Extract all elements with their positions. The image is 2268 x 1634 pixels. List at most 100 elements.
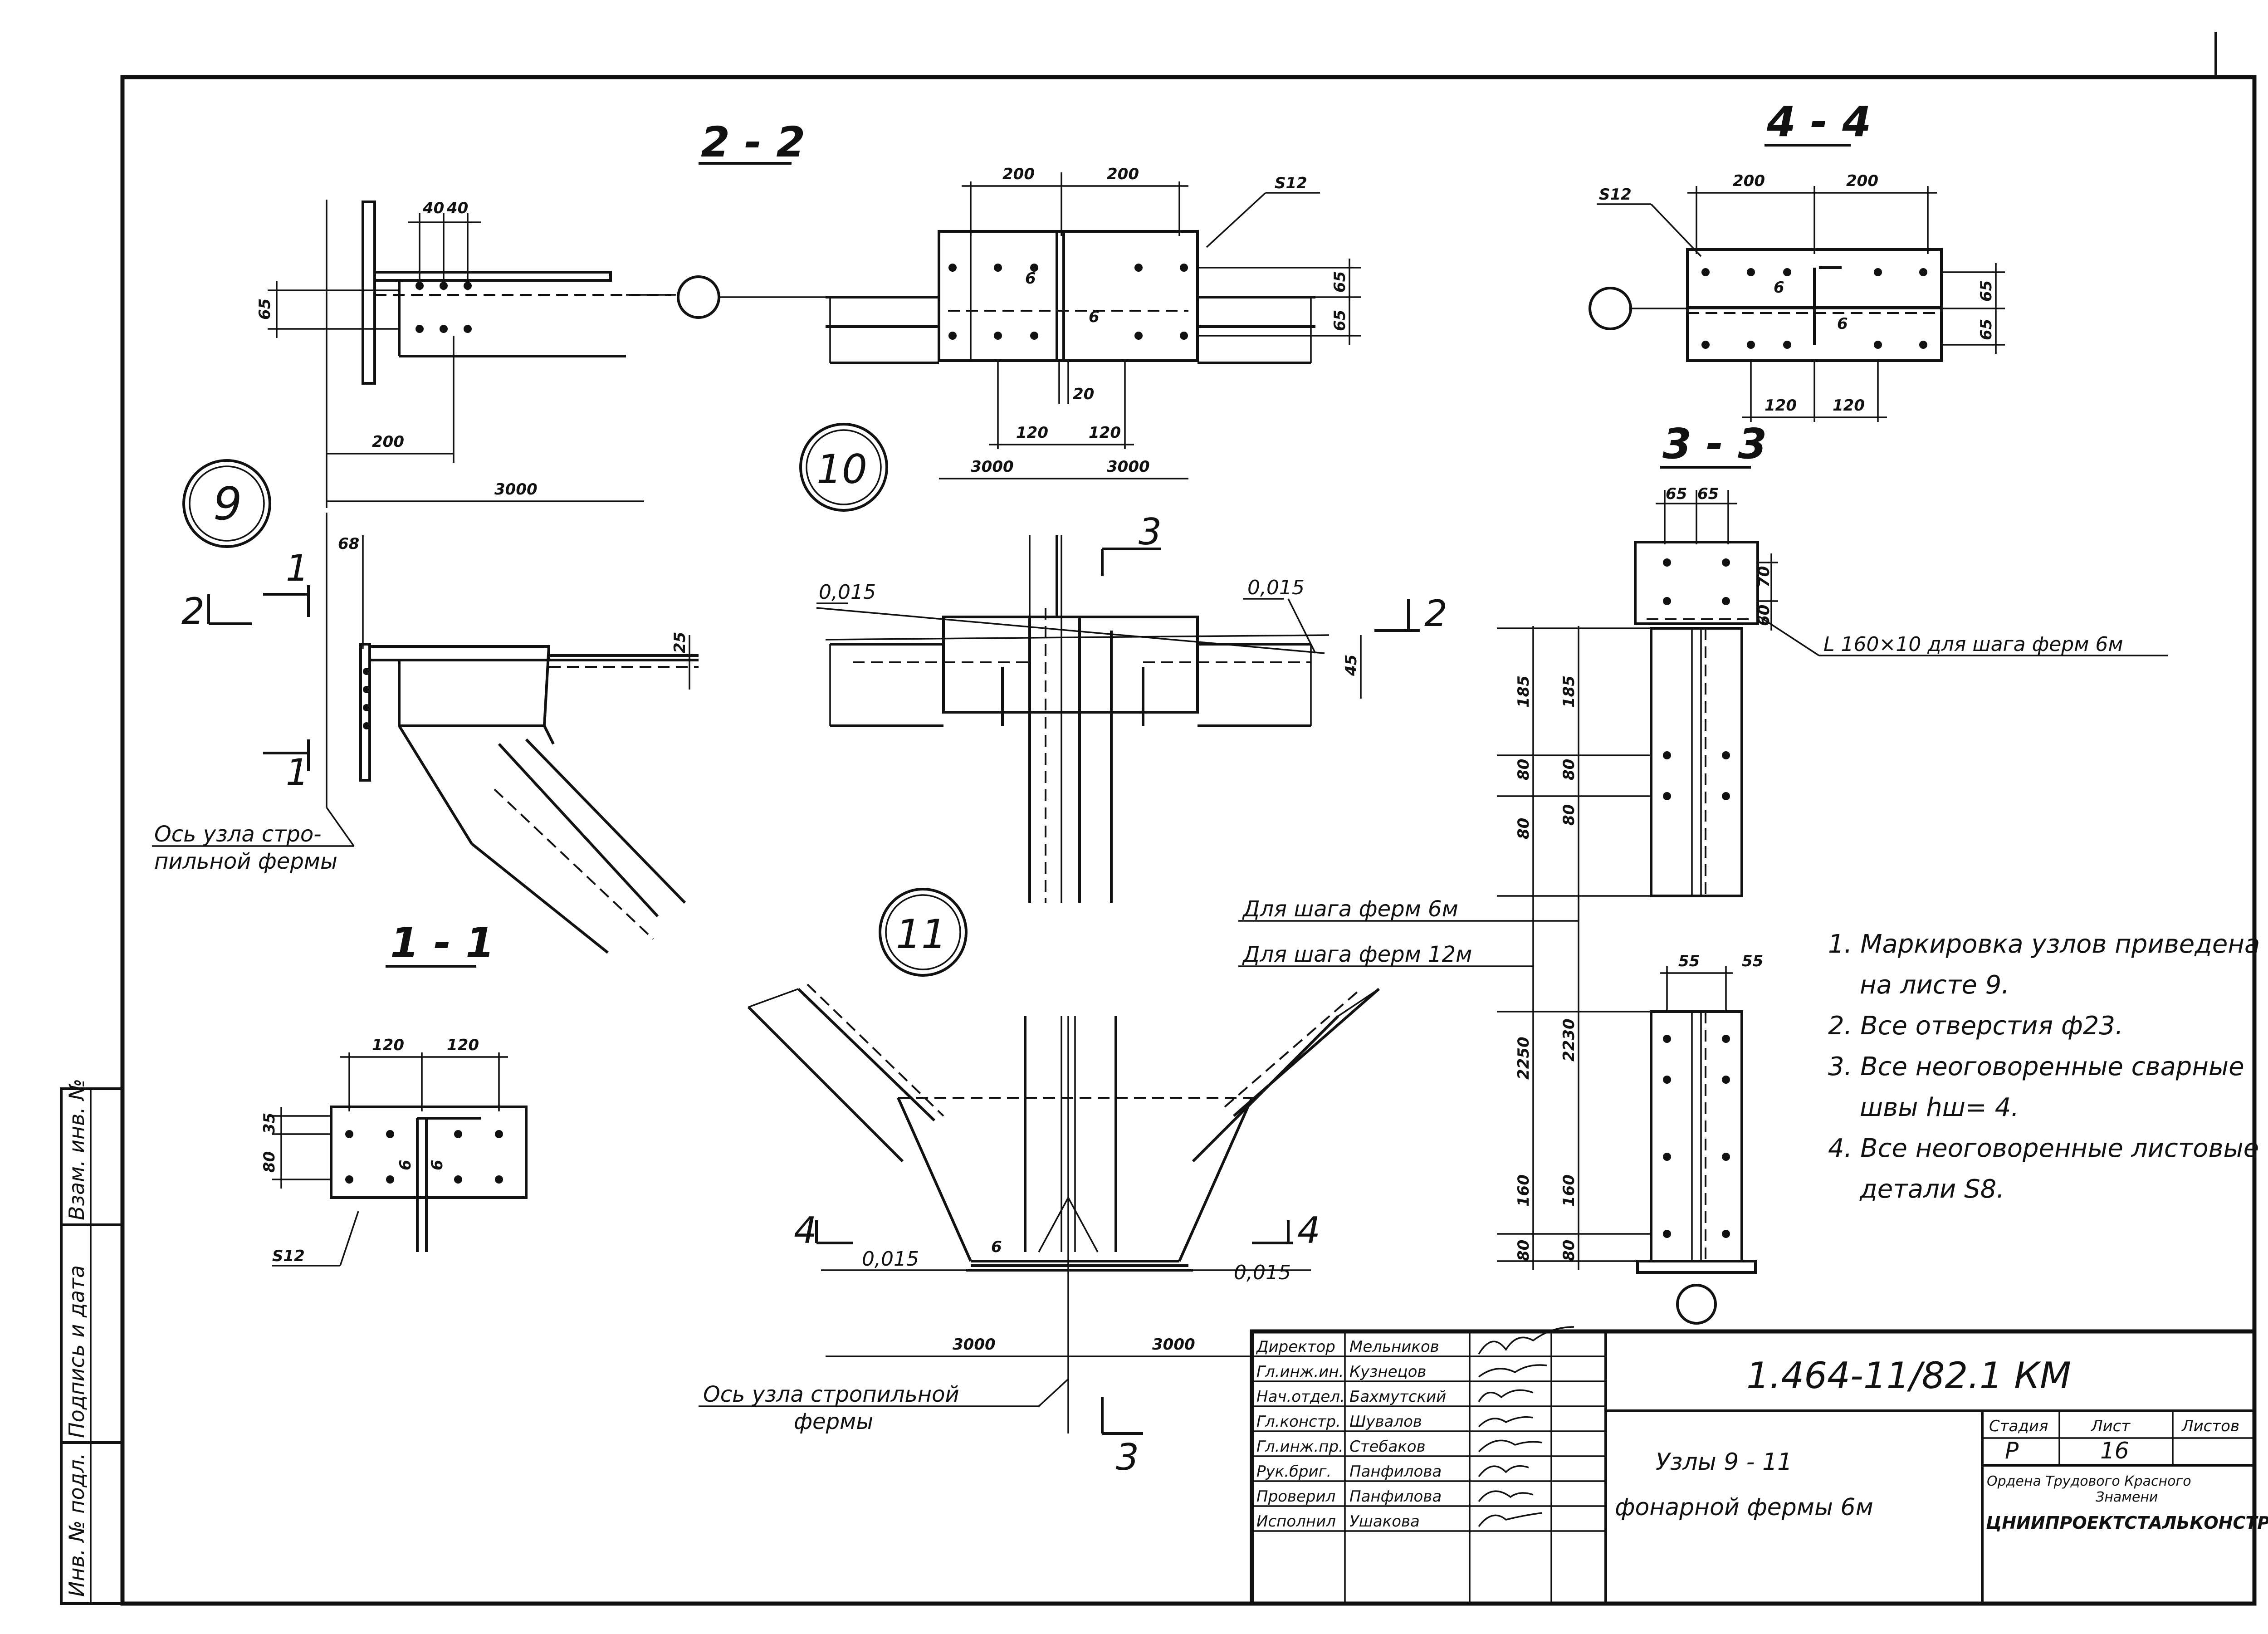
dim-80-c: 80: [1560, 759, 1578, 780]
dim-3000-b: 3000: [1107, 458, 1150, 476]
dim-2250: 2250: [1515, 1037, 1533, 1080]
dim-40b: 40: [446, 199, 468, 217]
weld-6g: 6: [428, 1159, 446, 1170]
side-stamp: Взам. инв. № Подпись и дата Инв. № подл.: [60, 1079, 124, 1605]
dim-65-b: 65: [1331, 271, 1349, 293]
dim-65a: 65: [256, 298, 274, 320]
node-10: 10 0,015 0,015 45 3 2: [799, 423, 1447, 903]
cut-1-top: 1: [286, 547, 309, 589]
dim-80-d: 80: [1515, 818, 1533, 839]
slope-right: 0,015: [1247, 576, 1305, 599]
dim-68: 68: [338, 535, 359, 553]
dim-200-d: 200: [1846, 172, 1878, 190]
weld-6a: 6: [1025, 269, 1036, 288]
dim-3000-a: 3000: [971, 458, 1014, 476]
dim-200-a: 200: [1002, 165, 1035, 183]
dim-3000-left: 3000: [494, 480, 538, 499]
staff-role-7: Исполнил: [1256, 1512, 1336, 1531]
signatures: [1478, 1326, 1574, 1527]
dim-160-a: 160: [1515, 1174, 1533, 1207]
staff-name-3: Шувалов: [1349, 1413, 1422, 1431]
dim-25: 25: [671, 632, 689, 653]
dim-200-b: 200: [1107, 165, 1139, 183]
staff-name-0: Мельников: [1349, 1338, 1439, 1356]
dim-45: 45: [1342, 655, 1360, 676]
staff-role-1: Гл.инж.ин.: [1256, 1363, 1344, 1381]
stage-value: Р: [2005, 1438, 2019, 1464]
stamp-inv-orig: Инв. № подл.: [64, 1453, 89, 1597]
plate-s12-a: S12: [1275, 174, 1307, 192]
dim-65-g: 65: [1697, 485, 1719, 503]
section-1-1: 1 - 1 6 6 120 120 35 80 S12: [260, 919, 528, 1267]
dim-160-b: 160: [1560, 1174, 1578, 1207]
weld-6f: 6: [396, 1159, 415, 1170]
axis-label-11-a: Ось узла стропильной: [703, 1382, 959, 1407]
plate-s12-c: S12: [272, 1247, 305, 1265]
axis-label-9-a: Ось узла стро-: [154, 822, 322, 847]
sheet-value: 16: [2100, 1438, 2129, 1464]
dim-120-e: 120: [372, 1036, 404, 1054]
staff-role-5: Рук.бриг.: [1256, 1463, 1331, 1481]
dim-20: 20: [1073, 385, 1094, 403]
slope-right-2: 0,015: [1234, 1261, 1291, 1284]
weld-6e: 6: [991, 1238, 1002, 1256]
note-line-5: швы hш= 4.: [1860, 1093, 2019, 1122]
dim-65-d: 65: [1977, 280, 1995, 302]
section-2-2: 2 - 2 40 40 65 200 3000: [256, 118, 1361, 508]
dim-60: 60: [1755, 605, 1773, 626]
axis-label-9-b: пильной фермы: [154, 849, 337, 874]
dim-55-a: 55: [1678, 952, 1700, 970]
dim-185-a: 185: [1515, 675, 1533, 708]
dim-120-a: 120: [1016, 424, 1048, 442]
sheets-label: Листов: [2181, 1417, 2239, 1435]
cut-1-bottom: 1: [286, 751, 309, 793]
dim-80-f: 80: [1515, 1240, 1533, 1261]
dim-55-b: 55: [1742, 952, 1763, 970]
cut-4-left: 4: [794, 1209, 817, 1252]
section-label-1-1: 1 - 1: [390, 919, 494, 967]
stage-label: Стадия: [1989, 1417, 2048, 1435]
dim-70: 70: [1755, 566, 1773, 587]
staff-role-6: Проверил: [1256, 1487, 1335, 1506]
note-line-3: 2. Все отверстия ф23.: [1828, 1011, 2123, 1041]
section-label-4-4: 4 - 4: [1766, 98, 1871, 146]
note-line-1: 1. Маркировка узлов приведена: [1828, 930, 2260, 959]
org-line-1: Ордена Трудового Красного: [1987, 1473, 2191, 1489]
section-label-3-3: 3 - 3: [1662, 420, 1767, 468]
stamp-inv-replace: Взам. инв. №: [64, 1079, 89, 1220]
node-circle-9: [182, 459, 271, 548]
weld-6b: 6: [1089, 308, 1100, 326]
dim-80-g: 80: [1560, 1240, 1578, 1261]
note-line-2: на листе 9.: [1860, 970, 2009, 1000]
note-line-6: 4. Все неоговоренные листовые: [1828, 1134, 2259, 1163]
staff-role-3: Гл.констр.: [1256, 1413, 1341, 1431]
sheet-label: Лист: [2090, 1417, 2131, 1435]
org-line-2: Знамени: [2096, 1489, 2158, 1505]
dim-200-left: 200: [372, 433, 404, 451]
dim-2230: 2230: [1560, 1018, 1578, 1062]
step-6m: Для шага ферм 6м: [1242, 896, 1458, 922]
note-line-4: 3. Все неоговоренные сварные: [1828, 1052, 2244, 1081]
staff-role-0: Директор: [1256, 1338, 1335, 1356]
note-line-7: детали S8.: [1859, 1174, 2004, 1204]
dim-80-b: 80: [1515, 759, 1533, 780]
drawing-title-2: фонарной фермы 6м: [1615, 1494, 1873, 1521]
staff-role-2: Нач.отдел.: [1256, 1388, 1345, 1406]
dim-120-c: 120: [1765, 396, 1797, 415]
dim-120-b: 120: [1089, 424, 1121, 442]
staff-role-4: Гл.инж.пр.: [1256, 1438, 1344, 1456]
drawing-code: 1.464-11/82.1 КМ: [1746, 1355, 2071, 1397]
dim-185-b: 185: [1560, 675, 1578, 708]
dim-65-c: 65: [1331, 310, 1349, 331]
dim-3000-c: 3000: [953, 1336, 996, 1354]
node-9: 9 68 25 2 1 1 Ось узла стро- пильной: [152, 459, 699, 954]
title-block: Директор Мельников Гл.инж.ин. Кузнецов Н…: [1250, 1326, 2268, 1606]
cut-3-top: 3: [1139, 511, 1162, 553]
staff-name-6: Панфилова: [1349, 1487, 1442, 1506]
weld-6c: 6: [1774, 279, 1784, 297]
angle-label: L 160×10 для шага ферм 6м: [1823, 633, 2123, 656]
dim-120-d: 120: [1833, 396, 1865, 415]
dim-65-e: 65: [1977, 319, 1995, 340]
dim-200-c: 200: [1733, 172, 1765, 190]
section-label-2-2: 2 - 2: [701, 118, 805, 166]
